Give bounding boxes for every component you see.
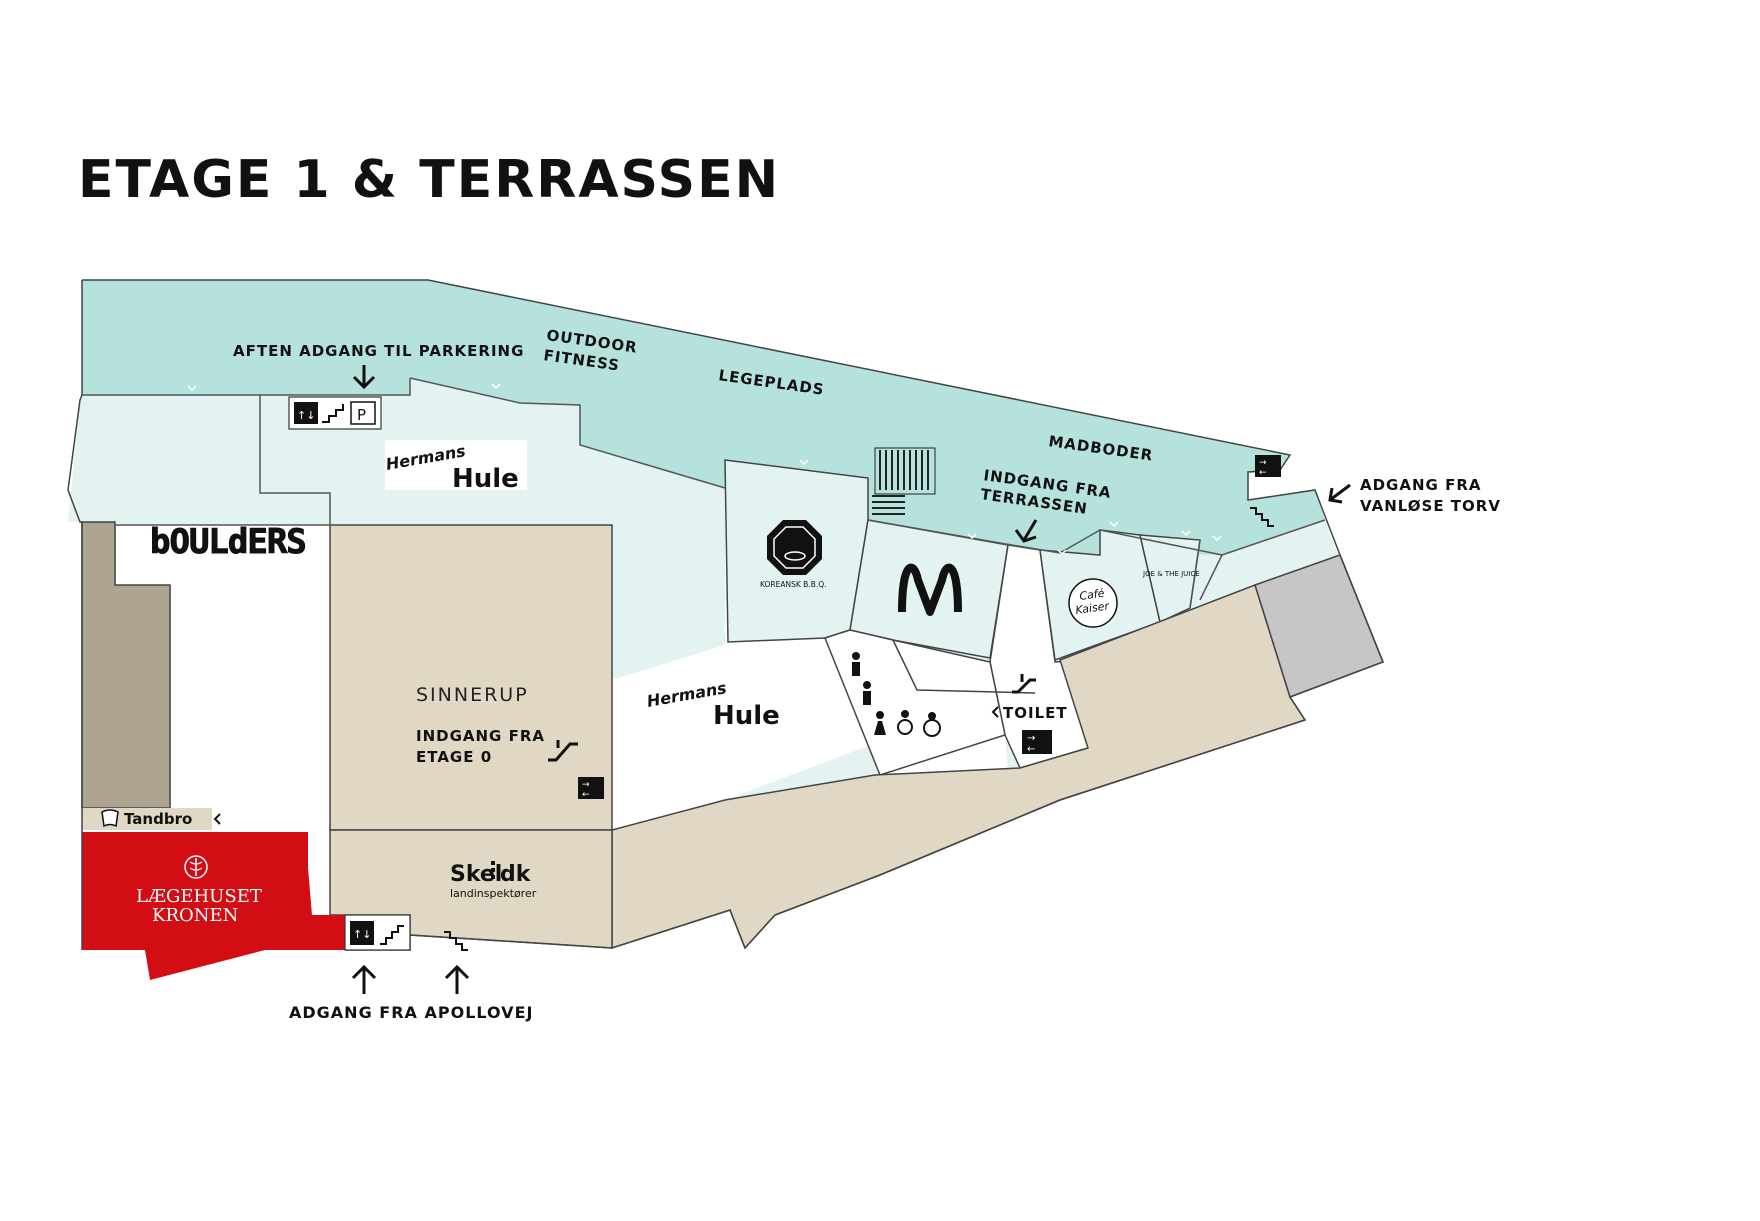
- terrace-edge-3: [409, 377, 726, 489]
- stairs-icon: [380, 925, 404, 945]
- svg-text:→: →: [1027, 733, 1035, 744]
- label-indgang-etage0-1: INDGANG FRA: [416, 727, 545, 745]
- building-outline-west: [67, 280, 83, 950]
- store-joe-juice[interactable]: JOE & THE JUICE: [1142, 570, 1200, 578]
- caret-left-icon: [213, 813, 221, 825]
- escalator-icon: [1012, 674, 1036, 694]
- exit-icon: →←: [1255, 455, 1281, 478]
- store-sinnerup[interactable]: SINNERUP: [416, 684, 529, 706]
- caret-left-icon: [991, 706, 999, 718]
- terrace-edge-4: [867, 519, 1326, 556]
- store-koreansk-bbq[interactable]: KOREANSK B.B.Q.: [760, 580, 827, 589]
- terrace-area[interactable]: [82, 280, 1325, 555]
- svg-text:←: ←: [582, 790, 590, 800]
- elevator-icon: [350, 921, 374, 945]
- toilet-inner-wall: [892, 639, 1036, 694]
- hermans-hule-north-logo: [385, 440, 527, 490]
- unit-sinnerup[interactable]: [329, 524, 613, 831]
- parking-p-label: P: [357, 406, 366, 424]
- stairs-icon: [1250, 507, 1274, 527]
- store-skel-a[interactable]: Skel: [450, 862, 502, 887]
- label-toilet: TOILET: [1003, 704, 1068, 722]
- store-hermans-south-b[interactable]: Hule: [713, 701, 780, 731]
- arrow-down-icon: [352, 365, 376, 390]
- arrow-left-icon: [1328, 483, 1351, 504]
- stairs-icon: [322, 404, 344, 423]
- label-vanlose-1: ADGANG FRA: [1360, 476, 1481, 494]
- store-skel-b[interactable]: dk: [500, 862, 532, 887]
- floor-map: ↑↓ P →← →← →←: [67, 279, 1501, 1022]
- store-laegehuset-2[interactable]: KRONEN: [152, 905, 238, 926]
- unit-boulders-wall[interactable]: [81, 521, 171, 809]
- label-aften-parkering: AFTEN ADGANG TIL PARKERING: [233, 342, 524, 360]
- store-boulders[interactable]: bOULdERS: [150, 522, 308, 563]
- mcdonalds-logo: [898, 563, 962, 616]
- exit-icon: →←: [578, 777, 604, 800]
- store-cafe-kaiser-2[interactable]: Kaiser: [1075, 599, 1112, 617]
- terrace-stairs[interactable]: [872, 447, 936, 515]
- svg-text:←: ←: [1259, 468, 1267, 478]
- stairs-icon: [444, 931, 468, 951]
- room-hermans-hule-north[interactable]: [260, 378, 725, 680]
- arrow-down-icon: [1014, 519, 1038, 543]
- door-markers: [187, 383, 1222, 556]
- arrow-up-icon: [444, 964, 470, 994]
- svg-text:←: ←: [1027, 744, 1035, 755]
- vertical-access-north[interactable]: ↑↓: [288, 396, 382, 430]
- parking-icon: [350, 401, 376, 425]
- unit-laegehuset-kronen[interactable]: [82, 832, 345, 980]
- svg-text:→: →: [1259, 458, 1267, 468]
- elevator-icon: [294, 402, 318, 424]
- hermans-hule-south-logo: [646, 677, 790, 727]
- svg-text:→: →: [582, 780, 590, 790]
- exit-icon: →←: [1022, 730, 1052, 755]
- store-tandbro[interactable]: Tandbro: [124, 810, 192, 828]
- store-laegehuset-1[interactable]: LÆGEHUSET: [136, 886, 262, 907]
- wheelchair-icon: [897, 710, 913, 735]
- svg-text:↑↓: ↑↓: [353, 928, 371, 941]
- tooth-icon: [101, 809, 119, 828]
- vertical-access-south[interactable]: ↑↓: [344, 914, 411, 951]
- laegehuset-emblem-icon: [184, 855, 208, 879]
- cafe-kaiser-logo: [1068, 578, 1118, 628]
- label-indgang-etage0-2: ETAGE 0: [416, 748, 492, 766]
- label-apollovej: ADGANG FRA APOLLOVEJ: [289, 1003, 533, 1022]
- svg-text:↑↓: ↑↓: [297, 409, 315, 422]
- page-title: ETAGE 1 & TERRASSEN: [78, 150, 781, 210]
- skel-dk-separator: [491, 861, 495, 879]
- toilet-icon: [852, 652, 886, 735]
- terrace-edge-2: [260, 378, 411, 396]
- koreansk-bbq-logo: [767, 520, 822, 575]
- arrow-up-icon: [351, 964, 377, 994]
- room-divider-3: [1199, 554, 1223, 601]
- room-divider-2: [1189, 539, 1201, 609]
- store-hermans-north-b[interactable]: Hule: [452, 464, 519, 494]
- baby-change-icon: [923, 712, 941, 737]
- store-skel-sub: landinspektører: [450, 887, 537, 900]
- escalator-icon: [548, 740, 578, 762]
- label-vanlose-2: VANLØSE TORV: [1360, 497, 1501, 515]
- store-cafe-kaiser-1[interactable]: Café: [1079, 587, 1106, 603]
